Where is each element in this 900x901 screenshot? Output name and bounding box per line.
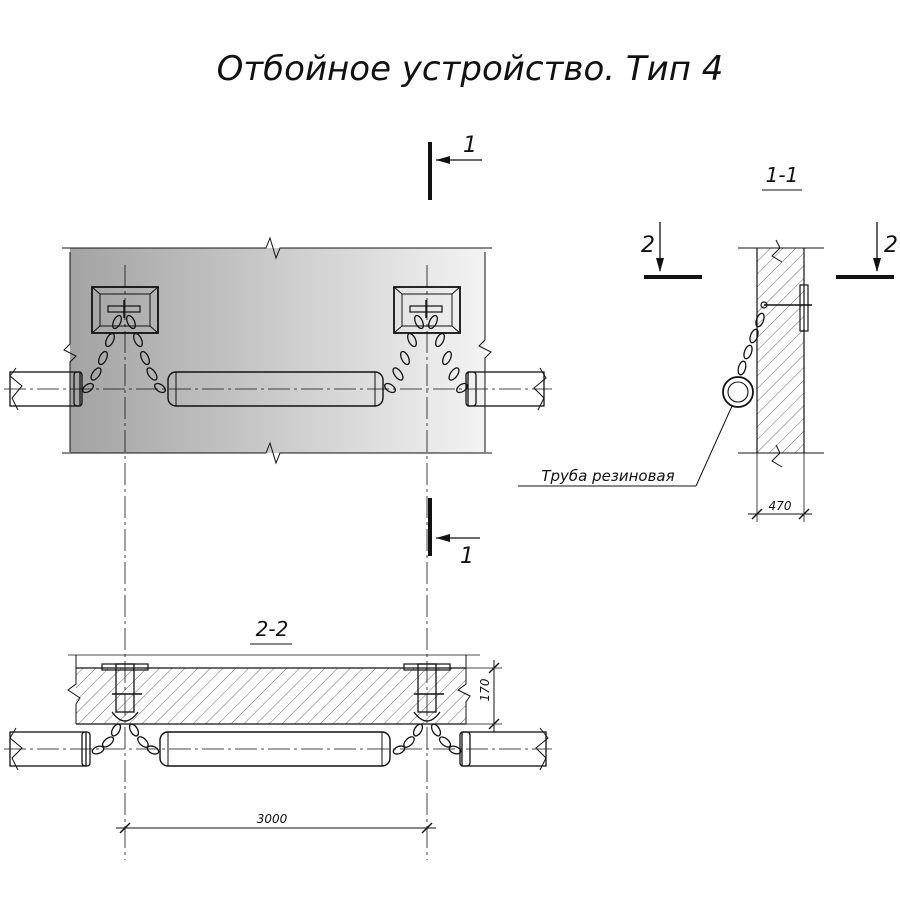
chain-plan-right-a [384,314,424,394]
chain-plan-right-b [428,314,468,394]
section-2-2-view: 2-2 [4,617,552,834]
section-1-1-title: 1-1 [766,163,799,187]
embedded-plate [799,284,809,332]
chain-plan-left-b [126,314,166,394]
section-1-1-view: 1-1 2 2 [518,163,898,522]
section-marker-1-bottom: 1 [428,498,480,569]
anchor-slab-right [403,663,451,722]
section-2-label-left: 2 [641,233,655,258]
panel-right-break [478,252,492,452]
slab-section [76,668,466,724]
dimension-170: 170 [478,678,492,701]
section-2-label-right: 2 [884,233,898,258]
chain-section-2-2 [91,723,462,755]
wall-section [757,248,804,453]
section-1-label-bottom: 1 [460,544,474,569]
callout-leader [695,405,733,487]
anchor-slab-left [101,663,149,722]
panel-left-break [63,252,77,452]
panel-bottom-break-line [62,441,492,465]
chain-plan-left-a [82,314,122,394]
dimension-3000: 3000 [257,812,288,826]
callout-rubber-pipe: Труба резиновая [541,467,674,485]
dimension-470: 470 [769,499,792,513]
section-marker-1-top: 1 [428,133,482,200]
section-marker-2-left: 2 [641,222,702,279]
concrete-panel [70,248,485,453]
plan-view [4,236,552,860]
section-1-label-top: 1 [463,133,477,158]
drawing-title: Отбойное устройство. Тип 4 [217,49,724,89]
panel-top-break-line [62,236,492,260]
rubber-pipe-section [722,376,754,408]
section-marker-2-right: 2 [836,222,898,279]
section-2-2-title: 2-2 [256,617,289,641]
chain-section-1-1 [737,312,765,376]
